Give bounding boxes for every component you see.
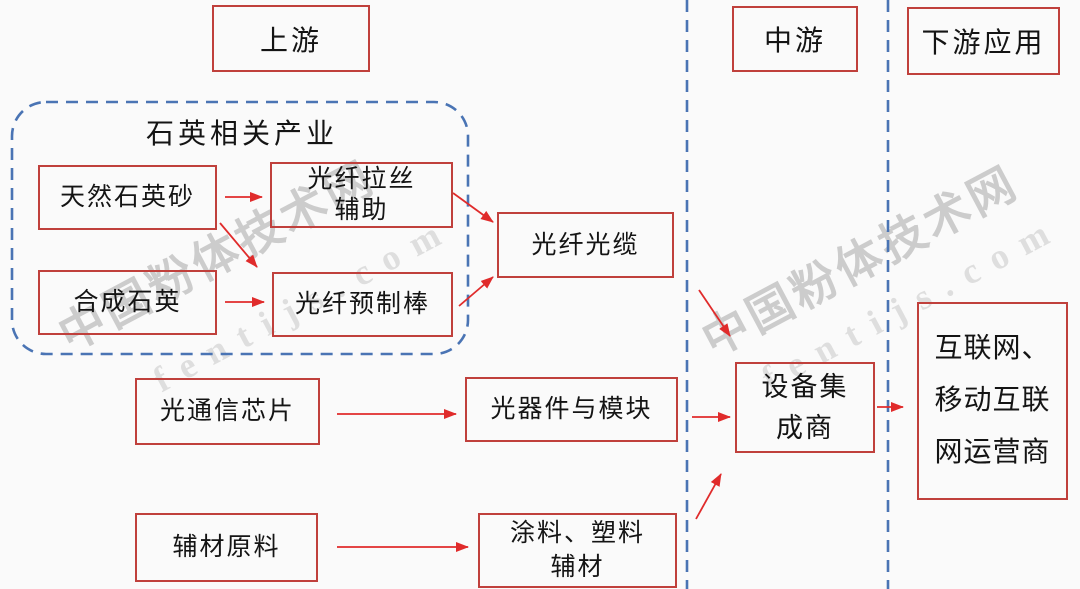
node-coating-plastic-aux: 涂料、塑料 辅材 [478,513,677,588]
node-aux-raw-materials: 辅材原料 [135,513,318,582]
arrow-cable-to-integrator [698,289,731,337]
node-label: 合成石英 [73,289,182,316]
header-downstream-label: 下游应用 [921,28,1046,59]
node-natural-quartz-sand: 天然石英砂 [38,165,217,230]
node-fiber-preform: 光纤预制棒 [272,272,453,337]
node-label: 光纤拉丝 [307,166,416,193]
node-fiber-optic-cable: 光纤光缆 [497,212,674,278]
node-synthetic-quartz: 合成石英 [38,270,217,335]
node-equipment-integrator: 设备集 成商 [735,362,875,453]
node-label: 辅材 [550,553,605,581]
quartz-group-label: 石英相关产业 [146,119,339,150]
arrow-drawing-aux-to-cable [452,192,494,223]
node-label: 辅材原料 [172,534,281,561]
header-midstream-label: 中游 [763,26,826,57]
node-label: 互联网、 [934,333,1051,364]
arrow-preform-to-cable [458,276,494,307]
header-upstream-label: 上游 [259,25,322,57]
node-label: 光器件与模块 [490,396,653,423]
header-downstream: 下游应用 [907,7,1060,75]
header-midstream: 中游 [732,6,858,72]
node-label: 天然石英砂 [59,184,195,211]
quartz-group-dashed-border [10,100,470,356]
node-label: 设备集 [761,371,849,402]
node-fiber-drawing-aux: 光纤拉丝 辅助 [270,162,453,228]
node-label: 移动互联 [934,385,1051,416]
node-label: 网运营商 [934,437,1051,468]
node-internet-operators: 互联网、 移动互联 网运营商 [917,302,1068,500]
arrow-coating-to-integrator [695,473,722,520]
node-label: 光纤光缆 [531,231,640,259]
node-label: 涂料、塑料 [509,519,645,547]
arrow-sand-to-preform [219,222,258,268]
node-label: 光通信芯片 [159,398,295,425]
node-label: 辅助 [334,197,389,224]
node-label: 成商 [776,412,834,443]
node-optical-comm-chip: 光通信芯片 [135,378,320,445]
header-upstream: 上游 [212,5,370,72]
node-optical-devices-modules: 光器件与模块 [465,377,678,442]
node-label: 光纤预制棒 [294,291,430,318]
